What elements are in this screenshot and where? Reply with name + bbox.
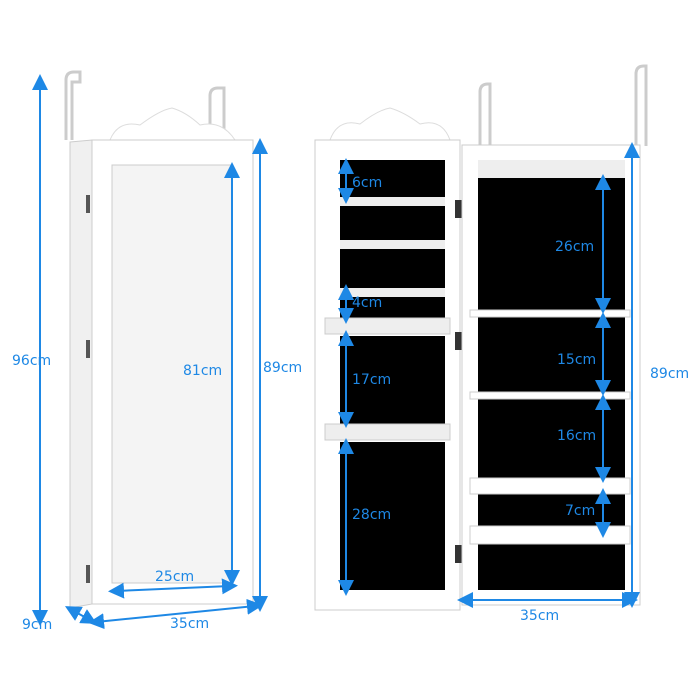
total-height-label: 96cm (12, 353, 52, 369)
third-compartment-label: 16cm (557, 428, 597, 444)
width-label: 35cm (170, 616, 210, 632)
mirror-width-label: 25cm (155, 569, 195, 585)
open-cabinet (314, 64, 648, 611)
depth-label: 9cm (22, 617, 53, 633)
closed-cabinet (64, 70, 254, 609)
earring-row-label: 6cm (352, 175, 383, 191)
second-compartment-label: 15cm (557, 352, 597, 368)
door-middle-label: 17cm (352, 372, 392, 388)
dimension-lines (32, 74, 640, 630)
body-height-label: 89cm (263, 360, 303, 376)
cabinet-width-label: 35cm (520, 608, 560, 624)
top-compartment-label: 26cm (555, 239, 595, 255)
mirror-height-label: 81cm (183, 363, 223, 379)
bottom-shelf-label: 7cm (565, 503, 596, 519)
gap-above-hooks-label: 4cm (352, 295, 383, 311)
door-bottom-label: 28cm (352, 507, 392, 523)
cabinet-height-label: 89cm (650, 366, 690, 382)
